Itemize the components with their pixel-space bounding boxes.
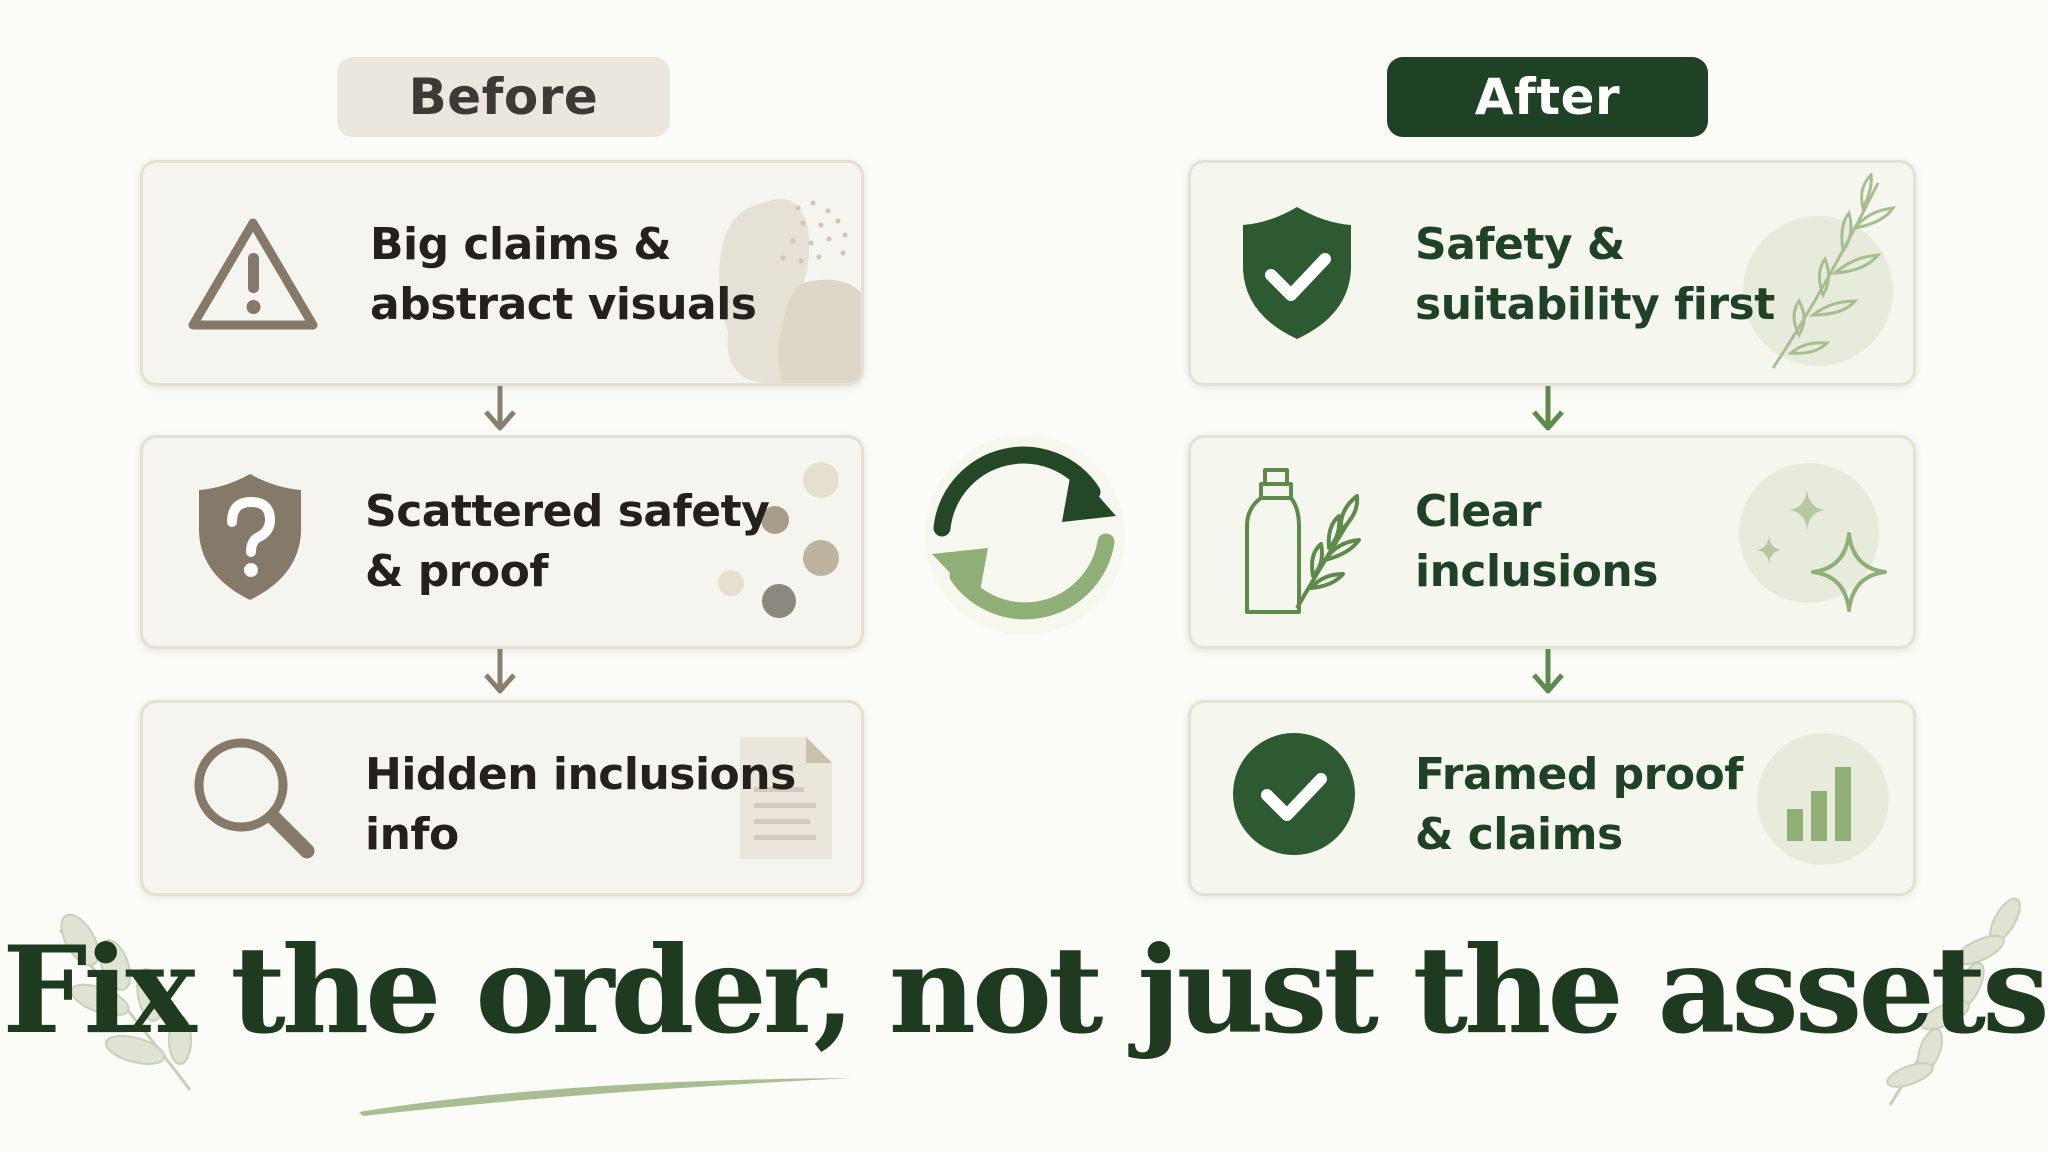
before-step-3-line-1: Hidden inclusions [365,749,796,800]
before-step-1-line-1: Big claims & [370,219,672,270]
after-step-3-line-2: & claims [1415,809,1623,860]
cycle-arrows-icon [925,435,1125,635]
after-step-1-card: Safety & suitability first [1188,160,1916,386]
sparkles-icon [1739,463,1887,612]
before-label: Before [337,57,670,137]
before-step-3-line-2: info [365,809,459,860]
before-step-2-line-2: & proof [365,546,548,597]
down-arrow-icon [484,649,516,694]
check-circle-icon [1233,733,1355,855]
down-arrow-icon [484,386,516,431]
before-step-1-card: Big claims & abstract visuals [140,160,864,386]
bottle-leaf-icon [1245,468,1361,614]
warning-triangle-icon [188,218,318,330]
after-step-2-card: Clear inclusions [1188,435,1916,649]
after-step-2-line-2: inclusions [1415,546,1658,597]
leaf-sprig-right-decoration [1886,897,2021,1106]
leaf-sprig-left-decoration [58,913,192,1091]
blob-decoration [719,199,861,383]
headline: Fix the order, not just the assets [2,920,2048,1061]
leaf-branch-decoration [1743,173,1897,369]
after-step-3-card: Framed proof & claims [1188,700,1916,896]
before-step-3-card: Hidden inclusions info [140,700,864,896]
before-step-1-line-2: abstract visuals [370,279,757,330]
down-arrow-icon [1532,649,1564,694]
scattered-dots-decoration [718,462,839,618]
after-step-1-line-1: Safety & [1415,219,1625,270]
document-icon [740,737,832,859]
bar-chart-icon [1757,733,1889,865]
brush-underline-decoration [359,1078,851,1116]
before-step-2-line-1: Scattered safety [365,486,770,537]
down-arrow-icon [1532,386,1564,431]
magnifier-icon [194,738,315,859]
check-shield-icon [1243,207,1351,339]
after-step-1-line-2: suitability first [1415,279,1775,330]
after-step-3-line-1: Framed proof [1415,749,1743,800]
after-label: After [1387,57,1708,137]
before-step-2-card: Scattered safety & proof [140,435,864,649]
after-step-2-line-1: Clear [1415,486,1542,537]
question-shield-icon [199,474,301,600]
